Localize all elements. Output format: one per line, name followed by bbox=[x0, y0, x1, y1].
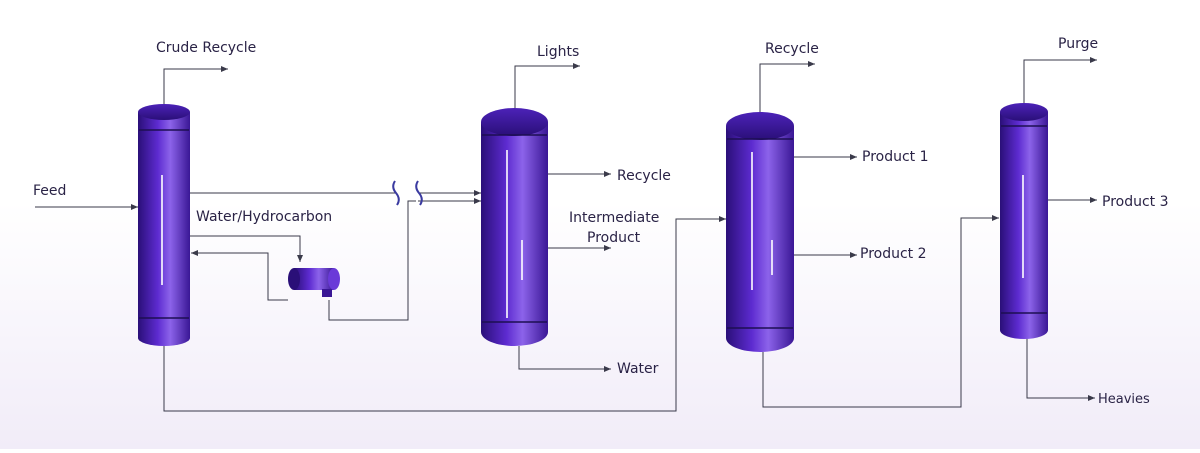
product3-label: Product 3 bbox=[1102, 194, 1169, 210]
col3-recycle-line bbox=[759, 61, 815, 112]
water-hydrocarbon-line bbox=[190, 235, 303, 262]
intermediate-product-label-line2: Product bbox=[587, 230, 641, 246]
column-3 bbox=[726, 112, 794, 352]
lights-label: Lights bbox=[537, 44, 579, 60]
heavies-label: Heavies bbox=[1098, 392, 1150, 407]
crude-recycle-line bbox=[163, 66, 228, 112]
intermediate-product-label-line1: Intermediate bbox=[569, 210, 659, 226]
stream-labels: Feed Crude Recycle Water/Hydrocarbon Lig… bbox=[33, 36, 1169, 407]
purge-label: Purge bbox=[1058, 36, 1098, 52]
col1-bottoms-line bbox=[163, 216, 726, 412]
drum-return-line bbox=[191, 250, 288, 301]
water-label: Water bbox=[617, 361, 659, 377]
column-2 bbox=[481, 108, 548, 346]
heavies-line bbox=[1026, 338, 1095, 401]
recycle-col3-label: Recycle bbox=[765, 41, 819, 57]
product1-label: Product 1 bbox=[862, 149, 929, 165]
column-4 bbox=[1000, 103, 1048, 339]
col3-bottoms-line bbox=[762, 215, 999, 408]
product2-label: Product 2 bbox=[860, 246, 927, 262]
pipe-break-icon bbox=[392, 180, 423, 206]
recycle-col2-label: Recycle bbox=[617, 168, 671, 184]
lights-line bbox=[514, 63, 580, 108]
drum-to-col2-line bbox=[328, 200, 416, 321]
purge-line bbox=[1023, 57, 1097, 103]
pipe-network bbox=[35, 57, 1097, 412]
crude-recycle-label: Crude Recycle bbox=[156, 40, 256, 56]
water-hydrocarbon-label: Water/Hydrocarbon bbox=[196, 209, 332, 225]
water-line bbox=[518, 346, 611, 372]
horizontal-drum-separator-icon bbox=[288, 268, 340, 297]
feed-label: Feed bbox=[33, 183, 66, 199]
column-1 bbox=[138, 104, 190, 346]
